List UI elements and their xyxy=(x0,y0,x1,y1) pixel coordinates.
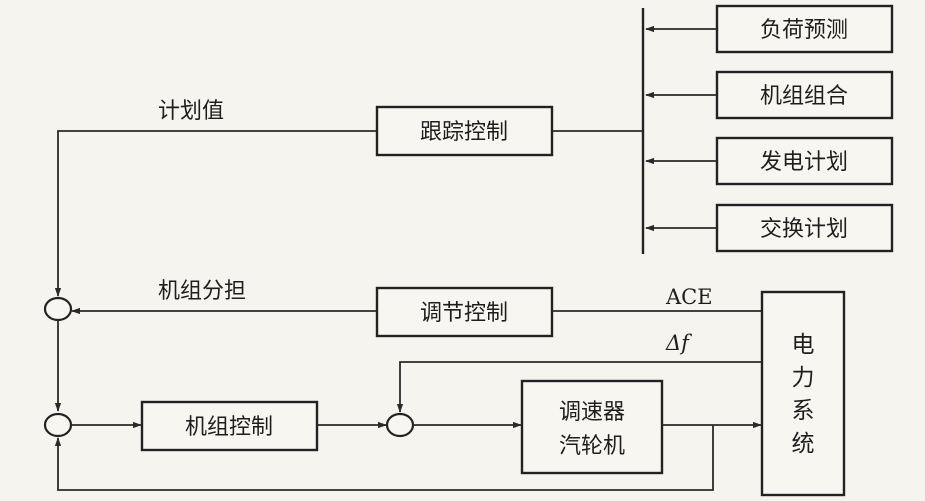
tracking-control-label: 跟踪控制 xyxy=(420,120,508,145)
governor-label: 调速器 xyxy=(559,400,625,425)
power-system-char-4: 统 xyxy=(792,431,815,457)
generation-plan-box: 发电计划 xyxy=(715,136,894,186)
load-forecast-box: 负荷预测 xyxy=(715,4,894,54)
load-forecast-label: 负荷预测 xyxy=(760,18,848,43)
generation-plan-label: 发电计划 xyxy=(760,150,848,175)
power-system-char-3: 系 xyxy=(792,398,815,424)
summing-junction-2 xyxy=(43,412,73,438)
unit-control-label: 机组控制 xyxy=(185,415,273,440)
summing-junction-1 xyxy=(43,296,73,322)
schedule-value-label: 计划值 xyxy=(158,99,224,124)
regulation-control-box: 调节控制 xyxy=(375,286,554,338)
schedule-value-line xyxy=(54,130,377,297)
delta-f-line xyxy=(396,361,762,413)
unit-combination-label: 机组组合 xyxy=(760,84,848,109)
tracking-control-box: 跟踪控制 xyxy=(375,105,554,157)
governor-turbine-box: 调速器 汽轮机 xyxy=(520,379,664,475)
ace-label: ACE xyxy=(665,285,713,309)
unit-allocation-label: 机组分担 xyxy=(158,279,246,304)
unit-output-feedback-line xyxy=(54,425,714,491)
power-system-char-2: 力 xyxy=(792,365,815,391)
turbine-label: 汽轮机 xyxy=(559,434,625,459)
exchange-plan-label: 交换计划 xyxy=(760,217,848,242)
power-system-box: 电 力 系 统 xyxy=(760,290,846,497)
power-system-char-1: 电 xyxy=(792,332,815,358)
unit-control-box: 机组控制 xyxy=(140,400,319,452)
exchange-plan-box: 交换计划 xyxy=(715,203,894,253)
summing-junction-3 xyxy=(385,412,415,438)
regulation-control-label: 调节控制 xyxy=(420,301,508,326)
unit-combination-box: 机组组合 xyxy=(715,70,894,120)
delta-f-label: Δf xyxy=(665,331,692,355)
